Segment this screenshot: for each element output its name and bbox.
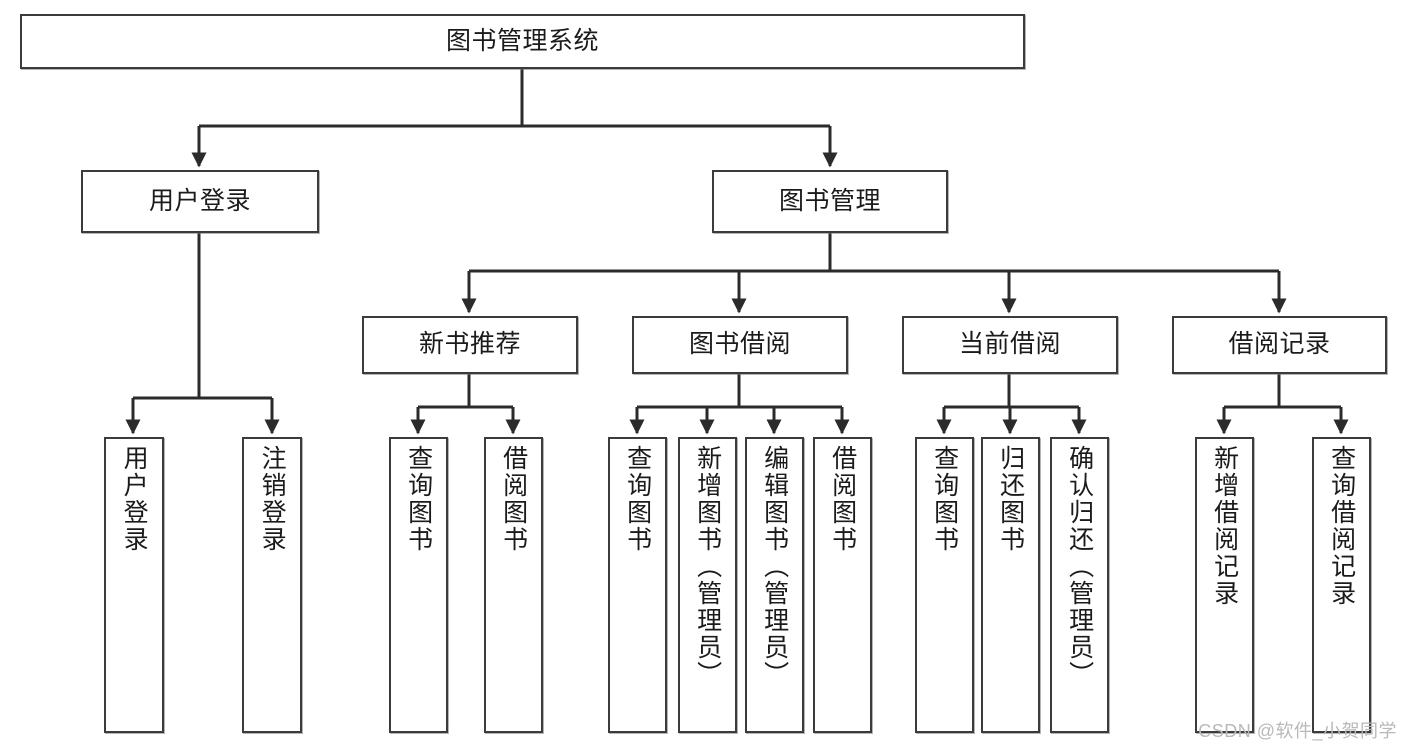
node-label: 注销登录 xyxy=(258,445,287,553)
node-label: 用户登录 xyxy=(120,445,149,553)
node-label: 图书借阅 xyxy=(688,330,791,359)
node-label: 查询图书 xyxy=(404,445,433,553)
node-label: 编辑图书（管理员） xyxy=(760,445,789,688)
node-label: 查询借阅记录 xyxy=(1327,445,1356,607)
leaf-borrow-book-2[interactable]: 借阅图书 xyxy=(813,437,872,733)
node-book-manage[interactable]: 图书管理 xyxy=(712,170,948,233)
node-label: 借阅图书 xyxy=(828,445,857,553)
node-label: 新增借阅记录 xyxy=(1210,445,1239,607)
node-label: 归还图书 xyxy=(996,445,1025,553)
node-label: 借阅记录 xyxy=(1228,330,1331,359)
node-user-login[interactable]: 用户登录 xyxy=(81,170,319,233)
node-label: 图书管理 xyxy=(778,186,881,215)
node-label: 新增图书（管理员） xyxy=(693,445,722,688)
node-book-borrow[interactable]: 图书借阅 xyxy=(632,316,848,374)
leaf-query-book-1[interactable]: 查询图书 xyxy=(389,437,448,733)
node-label: 用户登录 xyxy=(148,186,251,215)
leaf-add-borrow-record[interactable]: 新增借阅记录 xyxy=(1195,437,1254,733)
node-root-system[interactable]: 图书管理系统 xyxy=(20,14,1025,69)
node-new-book-recommend[interactable]: 新书推荐 xyxy=(362,316,578,374)
node-label: 查询图书 xyxy=(623,445,652,553)
leaf-user-login[interactable]: 用户登录 xyxy=(104,437,164,733)
leaf-query-borrow-record[interactable]: 查询借阅记录 xyxy=(1312,437,1371,733)
leaf-confirm-return-admin[interactable]: 确认归还（管理员） xyxy=(1050,437,1109,733)
node-label: 查询图书 xyxy=(930,445,959,553)
node-label: 确认归还（管理员） xyxy=(1065,445,1094,688)
leaf-add-book-admin[interactable]: 新增图书（管理员） xyxy=(678,437,737,733)
node-current-borrow[interactable]: 当前借阅 xyxy=(902,316,1118,374)
node-label: 借阅图书 xyxy=(499,445,528,553)
leaf-query-book-2[interactable]: 查询图书 xyxy=(608,437,667,733)
leaf-borrow-book-1[interactable]: 借阅图书 xyxy=(484,437,543,733)
leaf-query-book-3[interactable]: 查询图书 xyxy=(915,437,974,733)
node-label: 新书推荐 xyxy=(418,330,521,359)
watermark: CSDN @软件_小贺同学 xyxy=(1198,721,1397,741)
leaf-logout[interactable]: 注销登录 xyxy=(242,437,302,733)
node-borrow-record[interactable]: 借阅记录 xyxy=(1172,316,1387,374)
node-label: 当前借阅 xyxy=(958,330,1061,359)
leaf-edit-book-admin[interactable]: 编辑图书（管理员） xyxy=(745,437,804,733)
node-label: 图书管理系统 xyxy=(445,26,599,55)
leaf-return-book[interactable]: 归还图书 xyxy=(981,437,1040,733)
